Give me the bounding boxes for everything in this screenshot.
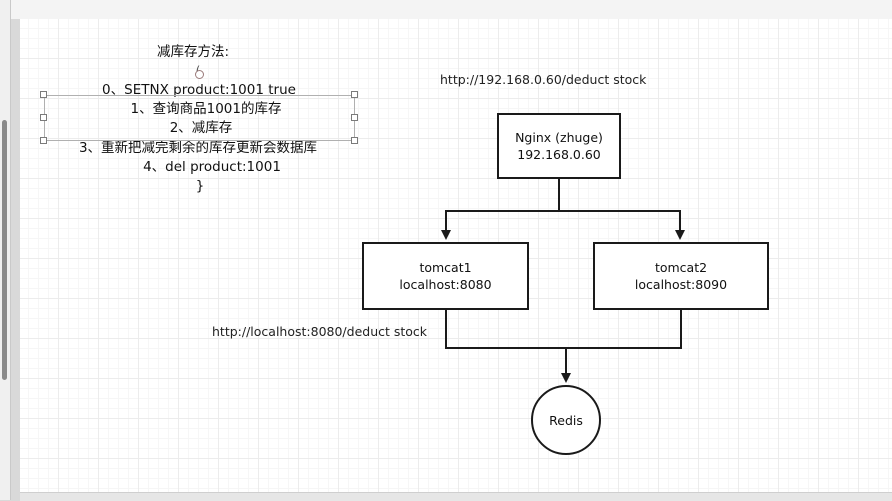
top-toolbar-strip	[0, 0, 892, 19]
nginx-node-address: 192.168.0.60	[517, 147, 601, 162]
tomcat-url-label: http://localhost:8080/deduct stock	[212, 324, 428, 339]
resize-handle-right[interactable]	[351, 114, 358, 121]
closing-brace: }	[195, 178, 205, 194]
nginx-url-label: http://192.168.0.60/deduct stock	[440, 72, 647, 87]
step-4: 4、del product:1001	[143, 159, 281, 175]
left-panel-edge	[0, 0, 11, 500]
step-1: 1、查询商品1001的库存	[130, 101, 282, 117]
tomcat2-node[interactable]: tomcat2 localhost:8090	[593, 242, 769, 310]
resize-handle-top-right[interactable]	[351, 91, 358, 98]
rotate-handle[interactable]	[195, 70, 204, 79]
selection-frame[interactable]	[44, 95, 355, 141]
resize-handle-top-left[interactable]	[40, 91, 47, 98]
method-title: 减库存方法:	[156, 44, 230, 60]
step-0: 0、SETNX product:1001 true	[102, 82, 296, 98]
edge-tomcat1-redis	[445, 309, 571, 383]
bottom-scrollbar[interactable]	[20, 492, 892, 501]
redis-node[interactable]: Redis	[531, 385, 601, 455]
resize-handle-bottom-right[interactable]	[351, 137, 358, 144]
step-2: 2、减库存	[169, 120, 233, 136]
edge-nginx-tomcat1	[441, 178, 560, 240]
nginx-node-name: Nginx (zhuge)	[515, 130, 603, 145]
resize-handle-bottom-left[interactable]	[40, 137, 47, 144]
edge-nginx-tomcat2	[559, 210, 685, 240]
tomcat2-node-address: localhost:8090	[634, 277, 728, 292]
tomcat1-node-name: tomcat1	[419, 260, 472, 275]
tomcat1-node-address: localhost:8080	[399, 277, 492, 292]
scrollbar-thumb[interactable]	[2, 120, 7, 380]
tomcat1-node[interactable]: tomcat1 localhost:8080	[362, 242, 529, 310]
resize-handle-left[interactable]	[40, 114, 47, 121]
edge-tomcat2-redis	[566, 309, 682, 349]
tomcat2-node-name: tomcat2	[654, 260, 708, 275]
nginx-node[interactable]: Nginx (zhuge) 192.168.0.60	[497, 113, 621, 179]
step-3: 3、重新把减完剩余的库存更新会数据库	[78, 140, 318, 156]
redis-node-name: Redis	[549, 412, 583, 428]
